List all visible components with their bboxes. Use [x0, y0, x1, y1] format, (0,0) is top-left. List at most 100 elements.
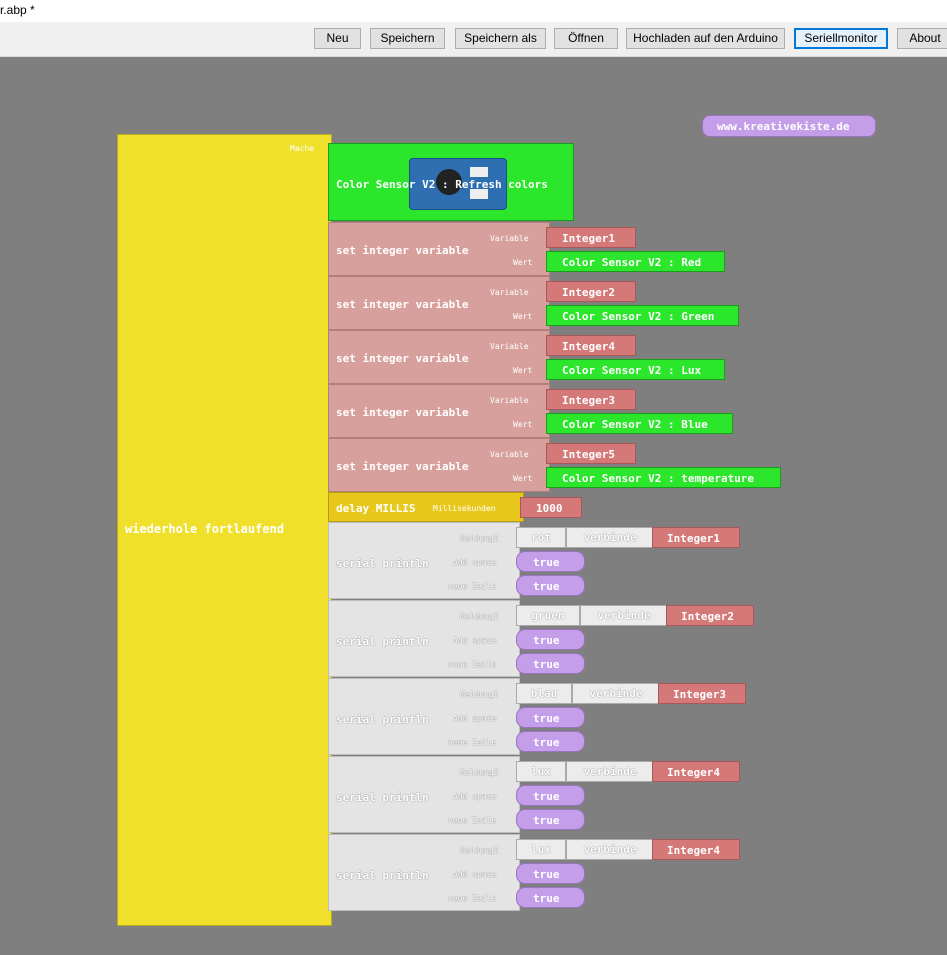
message-param-label: Meldung2	[460, 612, 499, 621]
value-param-label: Wert	[513, 258, 533, 267]
set-variable-block[interactable]: set integer variable Variable Wert	[328, 330, 550, 384]
variable-block[interactable]: Integer2	[666, 605, 754, 626]
serial-println-label: serial println	[336, 869, 429, 882]
value-param-label: Wert	[513, 312, 533, 321]
true-label: true	[533, 892, 560, 905]
value-param-label: Wert	[513, 474, 533, 483]
variable-block[interactable]: Integer5	[546, 443, 636, 464]
true-label: true	[533, 790, 560, 803]
variable-param-label: Variable	[490, 450, 529, 459]
serial-println-label: serial println	[336, 791, 429, 804]
sensor-value-block[interactable]: Color Sensor V2 : Blue	[546, 413, 733, 434]
open-button[interactable]: Öffnen	[554, 28, 618, 49]
true-label: true	[533, 658, 560, 671]
save-button[interactable]: Speichern	[370, 28, 445, 49]
serial-println-block[interactable]: serial println Meldung2 Add space neue Z…	[328, 522, 520, 599]
newline-param-label: neue Zeile	[448, 660, 497, 669]
serial-println-block[interactable]: serial println Meldung2 Add space neue Z…	[328, 600, 520, 677]
variable-name: Integer4	[562, 340, 615, 353]
true-block[interactable]: true	[516, 863, 585, 884]
join-block[interactable]: verbinde	[566, 527, 654, 548]
variable-name: Integer3	[673, 688, 726, 701]
message-param-label: Meldung2	[460, 690, 499, 699]
serial-monitor-button[interactable]: Seriellmonitor	[794, 28, 888, 49]
window-title: r.abp *	[0, 3, 35, 17]
true-block[interactable]: true	[516, 731, 585, 752]
variable-block[interactable]: Integer1	[652, 527, 740, 548]
join-block[interactable]: verbinde	[566, 839, 654, 860]
variable-block[interactable]: Integer4	[652, 761, 740, 782]
true-block[interactable]: true	[516, 575, 585, 596]
variable-param-label: Variable	[490, 396, 529, 405]
watermark-block[interactable]: www.kreativekiste.de	[702, 115, 876, 137]
true-label: true	[533, 556, 560, 569]
true-label: true	[533, 814, 560, 827]
title-bar: r.abp *	[0, 0, 947, 22]
variable-block[interactable]: Integer3	[546, 389, 636, 410]
true-block[interactable]: true	[516, 785, 585, 806]
set-variable-block[interactable]: set integer variable Variable Wert	[328, 438, 550, 492]
set-variable-label: set integer variable	[336, 352, 469, 365]
sensor-value-label: Color Sensor V2 : Green	[562, 310, 715, 323]
color-sensor-refresh-block[interactable]: Color Sensor V2 : Refresh colors	[328, 143, 574, 221]
space-param-label: Add space	[453, 792, 497, 801]
true-block[interactable]: true	[516, 653, 585, 674]
serial-println-block[interactable]: serial println Meldung2 Add space neue Z…	[328, 756, 520, 833]
newline-param-label: neue Zeile	[448, 582, 497, 591]
variable-block[interactable]: Integer3	[658, 683, 746, 704]
new-button[interactable]: Neu	[314, 28, 361, 49]
variable-param-label: Variable	[490, 342, 529, 351]
save-as-button[interactable]: Speichern als	[455, 28, 546, 49]
variable-block[interactable]: Integer4	[546, 335, 636, 356]
set-variable-block[interactable]: set integer variable Variable Wert	[328, 384, 550, 438]
delay-block[interactable]: delay MILLIS Millisekunden	[328, 492, 524, 522]
serial-println-block[interactable]: serial println Meldung2 Add space neue Z…	[328, 834, 520, 911]
true-block[interactable]: true	[516, 707, 585, 728]
value-param-label: Wert	[513, 366, 533, 375]
variable-block[interactable]: Integer2	[546, 281, 636, 302]
number-block[interactable]: 1000	[520, 497, 582, 518]
space-param-label: Add space	[453, 636, 497, 645]
set-variable-block[interactable]: set integer variable Variable Wert	[328, 222, 550, 276]
block-workspace[interactable]: www.kreativekiste.de wiederhole fortlauf…	[0, 57, 947, 955]
variable-name: Integer4	[667, 844, 720, 857]
true-label: true	[533, 736, 560, 749]
variable-block[interactable]: Integer1	[546, 227, 636, 248]
text-block[interactable]: blau	[516, 683, 572, 704]
join-block[interactable]: verbinde	[580, 605, 668, 626]
text-block[interactable]: gruen	[516, 605, 580, 626]
toolbar: Neu Speichern Speichern als Öffnen Hochl…	[0, 22, 947, 57]
space-param-label: Add space	[453, 558, 497, 567]
true-label: true	[533, 580, 560, 593]
true-block[interactable]: true	[516, 887, 585, 908]
true-block[interactable]: true	[516, 629, 585, 650]
sensor-value-label: Color Sensor V2 : Red	[562, 256, 702, 269]
delay-label: delay MILLIS	[336, 502, 416, 515]
sensor-value-label: Color Sensor V2 : temperature	[562, 472, 755, 485]
join-block[interactable]: verbinde	[572, 683, 660, 704]
true-block[interactable]: true	[516, 809, 585, 830]
upload-arduino-button[interactable]: Hochladen auf den Arduino	[626, 28, 785, 49]
set-variable-block[interactable]: set integer variable Variable Wert	[328, 276, 550, 330]
sensor-value-block[interactable]: Color Sensor V2 : temperature	[546, 467, 781, 488]
loop-block[interactable]: wiederhole fortlaufend Mache	[117, 134, 332, 926]
newline-param-label: neue Zeile	[448, 816, 497, 825]
sensor-value-block[interactable]: Color Sensor V2 : Lux	[546, 359, 725, 380]
variable-block[interactable]: Integer4	[652, 839, 740, 860]
sensor-value-block[interactable]: Color Sensor V2 : Green	[546, 305, 739, 326]
variable-name: Integer2	[681, 610, 734, 623]
delay-param-label: Millisekunden	[433, 504, 496, 513]
loop-slot-label: Mache	[290, 144, 315, 153]
sensor-value-block[interactable]: Color Sensor V2 : Red	[546, 251, 725, 272]
about-button[interactable]: About	[897, 28, 947, 49]
color-sensor-refresh-label: Color Sensor V2 : Refresh colors	[336, 178, 548, 191]
serial-println-block[interactable]: serial println Meldung2 Add space neue Z…	[328, 678, 520, 755]
true-block[interactable]: true	[516, 551, 585, 572]
text-block[interactable]: lux	[516, 839, 566, 860]
loop-label: wiederhole fortlaufend	[125, 522, 284, 536]
variable-param-label: Variable	[490, 288, 529, 297]
join-block[interactable]: verbinde	[566, 761, 654, 782]
text-block[interactable]: rot	[516, 527, 566, 548]
message-param-label: Meldung2	[460, 846, 499, 855]
text-block[interactable]: lux	[516, 761, 566, 782]
